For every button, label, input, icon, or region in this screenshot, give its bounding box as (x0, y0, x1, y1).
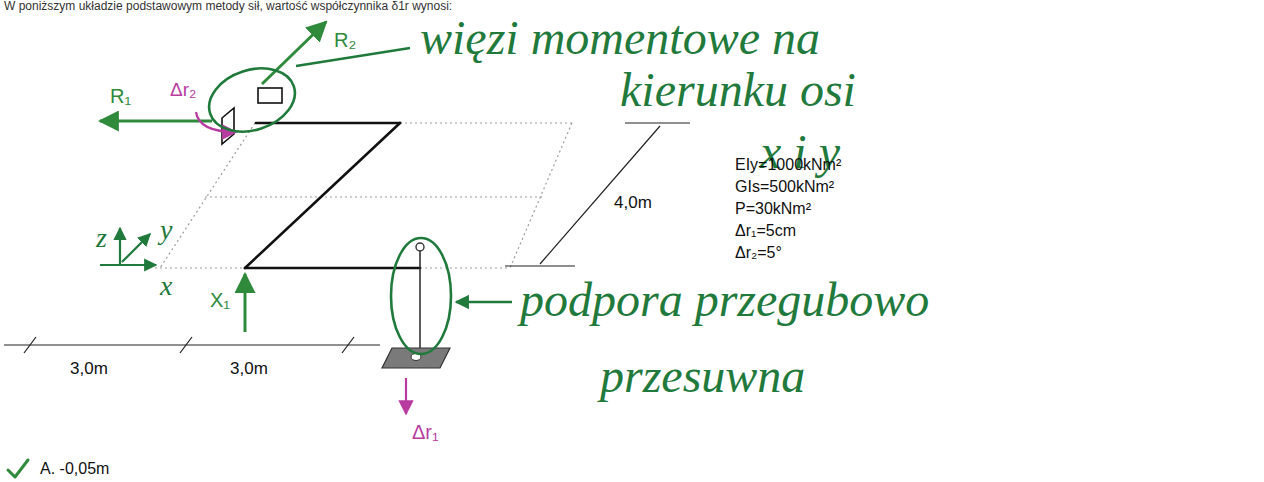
handwritten-note: podpora przegubowo (520, 276, 929, 324)
displacement-label: Δr₂ (170, 80, 196, 99)
settlement-arrow (405, 378, 407, 414)
frame-bar (245, 123, 400, 268)
parameter-text: EIy=1000kNm² (735, 157, 841, 173)
displacement-label: Δr₁ (412, 422, 439, 442)
dimension-line (540, 126, 660, 264)
leader-line (296, 48, 410, 66)
handwritten-note: kierunku osi (620, 66, 856, 114)
dimension-line (505, 265, 575, 266)
dimension-label: 4,0m (614, 194, 652, 211)
annotation-circle (201, 58, 303, 142)
axis-label: x (160, 272, 172, 300)
reaction-arrow (100, 120, 212, 123)
dimension-line (625, 122, 690, 123)
dimension-tick (24, 337, 36, 353)
dimension-label: 3,0m (70, 360, 108, 377)
grid-line (420, 267, 510, 268)
handwritten-note: więzi momentowe na (420, 14, 820, 62)
dimension-line (505, 123, 690, 266)
support-plate (382, 348, 450, 368)
check-mark (8, 460, 28, 477)
grid-line (205, 196, 545, 197)
handwritten-note: przesuwna (600, 352, 805, 400)
moment-restraint-symbol (222, 108, 234, 144)
grid-lines (155, 123, 572, 268)
axis-arrow (100, 264, 156, 266)
dimension-label: 3,0m (230, 360, 268, 377)
answer-text: A. -0,05m (40, 461, 109, 477)
parameter-text: Δr₂=5° (735, 245, 782, 261)
grid-line (510, 123, 572, 268)
moment-restraint-symbol (258, 88, 282, 103)
support-rod (419, 250, 421, 348)
reaction-label: R₁ (110, 86, 131, 106)
leader-arrow (456, 301, 512, 303)
axes (100, 228, 156, 265)
dimension-tick (180, 337, 192, 353)
axis-label: z (96, 224, 107, 252)
axis-arrow (119, 228, 121, 265)
redundant-force-arrow (244, 274, 247, 332)
dimension-line (4, 337, 380, 353)
annotation-circle (391, 238, 451, 354)
parameter-text: Δr₁=5cm (735, 223, 796, 239)
axis-arrow (122, 234, 150, 262)
force-label: X₁ (210, 290, 230, 310)
question-text: W poniższym układzie podstawowym metody … (4, 0, 452, 12)
axis-label: y (160, 216, 172, 244)
parameter-text: GIs=500kNm² (735, 179, 834, 195)
parameter-text: P=30kNm² (735, 201, 811, 217)
dimension-tick (342, 337, 354, 353)
reaction-label: R₂ (334, 30, 356, 50)
grid-line (160, 123, 255, 268)
hinge-symbol (416, 243, 424, 251)
frame-bars (245, 123, 420, 268)
dimension-line (4, 344, 380, 345)
grid-line (400, 122, 572, 123)
reaction-arrow (262, 22, 326, 84)
grid-line (155, 267, 245, 268)
